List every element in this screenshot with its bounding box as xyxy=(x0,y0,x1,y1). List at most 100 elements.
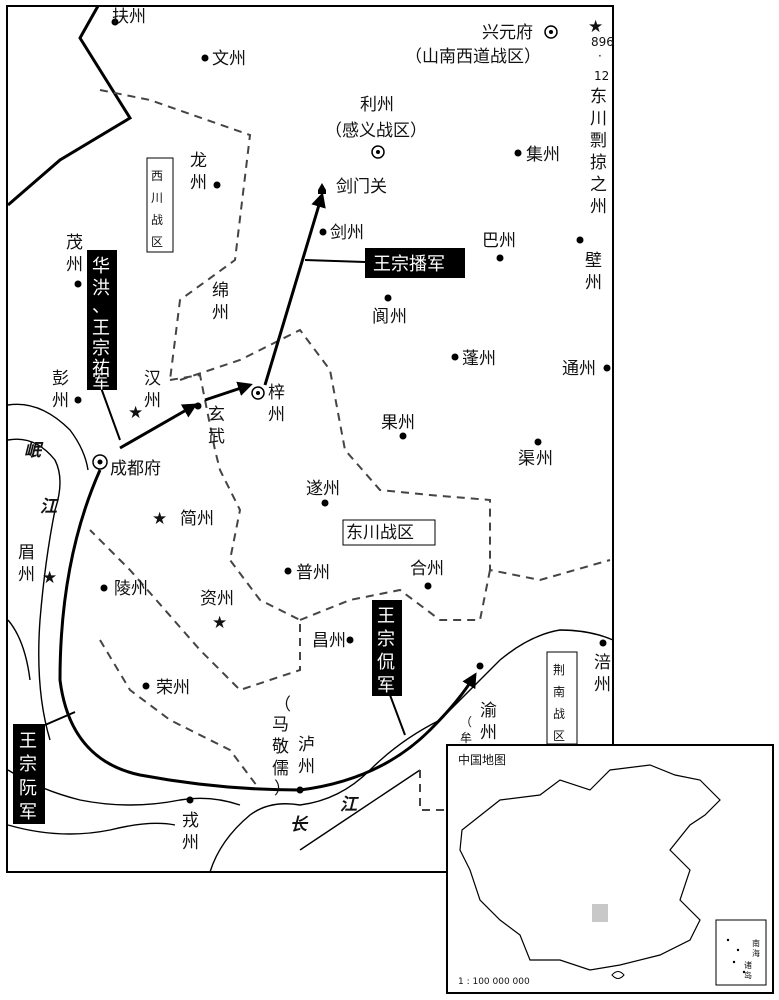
label-wang-zongruan: 军 xyxy=(19,802,37,823)
label-jizhou: 集州 xyxy=(526,145,560,165)
city-dot-maozhou xyxy=(74,280,82,288)
river-bank xyxy=(209,629,614,873)
legend-text: 州 xyxy=(590,197,607,217)
label-fuzhou: 扶州 xyxy=(112,7,146,27)
label-fuzhou2: 涪 xyxy=(594,653,611,673)
label-ganyi: （感义战区） xyxy=(325,121,427,141)
label-wang-zongkan: 王 xyxy=(377,606,395,627)
region-box-dongchuan xyxy=(342,519,436,546)
label-longzhou: 龙 xyxy=(190,151,207,171)
label-meizhou: 州 xyxy=(18,565,35,585)
region-boundary xyxy=(419,770,450,811)
label-rongzhou2: 戎 xyxy=(182,811,199,831)
legend-text: 之 xyxy=(590,175,607,195)
army-box-wang-zongbo xyxy=(365,248,465,278)
label-rongzhou: 荣州 xyxy=(156,678,190,698)
star-zizhou: ★ xyxy=(212,613,227,633)
label-ma-jingru: 敬 xyxy=(272,737,289,757)
label-south-sea: 海 xyxy=(752,948,760,958)
route-wang-zongruan-zongkan xyxy=(58,469,477,792)
inset-map: 中国地图 南 海 诸 岛 1 : 100 000 000 xyxy=(446,744,774,994)
legend-dot: · xyxy=(598,49,602,63)
terrain-line xyxy=(7,438,61,741)
label-maozhou: 茂 xyxy=(66,233,83,253)
label-suizhou: 遂州 xyxy=(306,479,340,499)
label-maozhou: 州 xyxy=(66,255,83,275)
label-south-sea: 岛 xyxy=(744,970,752,980)
label-changzhou: 昌州 xyxy=(312,631,346,651)
city-dot-fuzhou xyxy=(111,18,119,26)
label-pengzhou2: 蓬州 xyxy=(462,349,496,369)
label-lizhou: 利州 xyxy=(360,95,394,115)
label-shannan-xi: （山南西道战区） xyxy=(405,47,541,67)
label-lingzhou: 陵州 xyxy=(114,579,148,599)
label-longzhou: 州 xyxy=(190,173,207,193)
city-dot-lingzhou xyxy=(100,584,108,592)
inset-scale: 1 : 100 000 000 xyxy=(458,977,530,987)
river-bank xyxy=(299,769,421,851)
city-dot-bizhou xyxy=(576,236,584,244)
label-zizhou2: 资州 xyxy=(200,589,234,609)
legend-text: 东 xyxy=(590,87,607,107)
label-min-river: 江 xyxy=(40,497,59,517)
region-boundary xyxy=(99,639,261,791)
route-wang-zongbo xyxy=(263,192,326,386)
callout-line xyxy=(389,694,406,736)
label-pengzhou: 彭 xyxy=(52,369,69,389)
label-tongzhou: 通州 xyxy=(562,359,596,379)
city-dot-yuzhou xyxy=(476,662,484,670)
label-xuanwu: 玄 xyxy=(208,405,225,425)
label-luzhou: 州 xyxy=(298,757,315,777)
label-yuzhou: 渝 xyxy=(480,701,497,721)
region-boundary xyxy=(89,373,301,692)
map-frame xyxy=(6,5,614,873)
label-xichuan: 川 xyxy=(151,191,163,205)
label-south-sea: 诸 xyxy=(744,961,752,970)
label-hanzhou: 汉 xyxy=(144,369,161,389)
label-wang-zongkan: 军 xyxy=(377,675,395,696)
label-puzhou: 普州 xyxy=(296,563,330,583)
star-meizhou: ★ xyxy=(42,568,57,588)
label-wang-zongkan: 侃 xyxy=(377,652,395,673)
label-hua-hong: 、 xyxy=(92,296,110,317)
label-hanzhou: 州 xyxy=(144,391,161,411)
label-quzhou: 州 xyxy=(536,449,553,469)
star-jianzhou: ★ xyxy=(152,509,167,529)
city-dot-luzhou xyxy=(296,786,304,794)
army-box-wang-zongruan xyxy=(13,724,45,824)
city-dot-wenzhou xyxy=(201,54,209,62)
label-wang-zongruan: 宗 xyxy=(19,754,37,775)
label-jianmenguan: 剑门关 xyxy=(336,177,387,197)
label-meizhou: 眉 xyxy=(18,543,35,563)
label-langzhou: 州 xyxy=(390,307,407,327)
label-xingyuanfu: 兴元府 xyxy=(482,23,533,43)
legend-text: 剽 xyxy=(590,131,607,151)
callout-line xyxy=(44,711,76,726)
star-hanzhou: ★ xyxy=(128,403,143,423)
label-yu-partial: 牟 xyxy=(460,730,472,745)
label-jianzhou: 剑州 xyxy=(330,223,364,243)
label-jingnan: 区 xyxy=(553,729,565,743)
highlight-region xyxy=(592,904,608,922)
city-dot-rongzhou xyxy=(142,682,150,690)
terrain-line xyxy=(7,403,89,471)
city-dot-xuanwu xyxy=(194,402,202,410)
army-box-wang-zongkan xyxy=(372,600,402,696)
label-xichuan: 西 xyxy=(151,169,163,183)
label-hua-hong: 宗 xyxy=(92,338,110,359)
terrain-line xyxy=(7,619,31,681)
south-sea-box xyxy=(715,919,767,986)
label-hua-hong: 华 xyxy=(92,256,110,277)
city-dot-changzhou xyxy=(346,636,354,644)
legend-month: 12 xyxy=(594,69,609,83)
label-quzhou: 渠 xyxy=(518,449,535,469)
city-dot-puzhou xyxy=(284,567,292,575)
hainan-outline xyxy=(611,971,625,979)
city-dot-guozhou xyxy=(399,432,407,440)
label-jianzhou2: 简州 xyxy=(180,509,214,529)
city-dot-longzhou xyxy=(213,181,221,189)
city-dot-jianzhou xyxy=(319,228,327,236)
label-dongchuan: 东川战区 xyxy=(346,523,414,543)
callout-line xyxy=(304,259,366,263)
